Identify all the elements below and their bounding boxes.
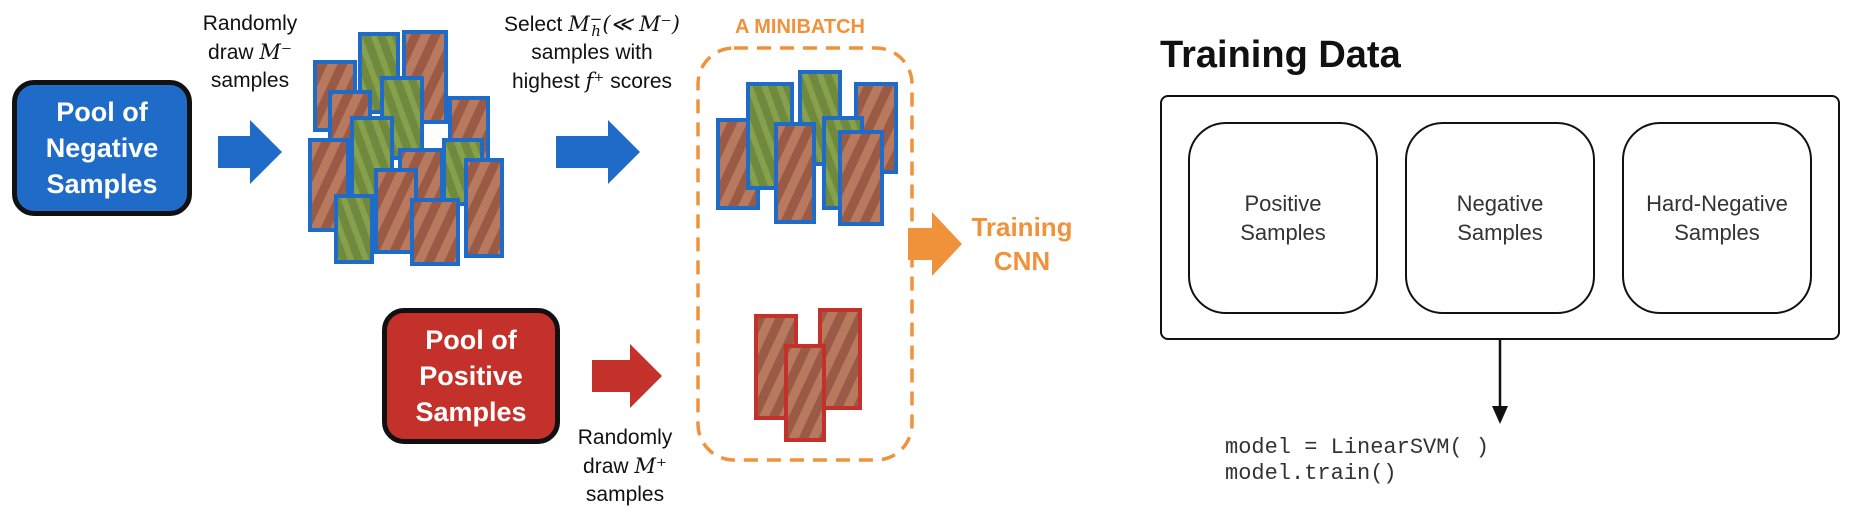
- draw-negative-line3: samples: [210, 69, 290, 92]
- draw-positive-line3: samples: [585, 483, 665, 506]
- training-cnn-line2: CNN: [993, 246, 1051, 276]
- positive-pool-label-line1: Pool of: [425, 325, 517, 355]
- thumb: [838, 130, 884, 226]
- training-data-container: [1160, 95, 1840, 340]
- thumb: [774, 122, 816, 224]
- draw-positive-line2-prefix: draw: [583, 455, 635, 478]
- code-line-2: model.train(): [1225, 461, 1397, 486]
- draw-positive-math: M⁺: [634, 454, 667, 478]
- negative-pool-label-line3: Samples: [46, 169, 158, 199]
- card-label-line1: Positive: [1244, 191, 1322, 216]
- draw-negative-line2-prefix: draw: [208, 41, 260, 64]
- card-label-line1: Hard-Negative: [1646, 191, 1788, 216]
- select-line3-prefix: highest: [511, 70, 586, 93]
- positive-pool-label-line2: Positive: [419, 361, 523, 391]
- minibatch-positive-thumbnails: [754, 308, 862, 442]
- draw-negative-caption: Randomly draw M⁻ samples: [190, 10, 310, 95]
- minibatch-label: A MINIBATCH: [735, 16, 865, 38]
- arrow-to-minibatch-positives: [592, 344, 662, 408]
- card-label-line2: Samples: [1674, 220, 1760, 245]
- positive-pool-label-line3: Samples: [415, 397, 527, 427]
- minibatch-frame: [696, 46, 914, 462]
- connector-arrowhead: [1492, 406, 1508, 424]
- negative-pool-box: Pool of Negative Samples: [12, 80, 192, 216]
- select-hard-negative-caption: Select M−h(≪ M⁻) samples with highest f⁺…: [492, 10, 692, 96]
- thumb: [410, 198, 460, 266]
- negative-pool-label-line2: Negative: [45, 133, 159, 163]
- arrow-to-negative-samples: [218, 120, 282, 184]
- draw-negative-math: M⁻: [259, 40, 292, 64]
- card-label-line1: Negative: [1456, 191, 1544, 216]
- select-math-sub: h: [591, 22, 601, 41]
- select-suffix: (≪ M⁻): [602, 12, 680, 36]
- select-math-m: M: [568, 12, 590, 36]
- code-snippet: model = LinearSVM( ) model.train(): [1225, 435, 1489, 487]
- negative-sample-thumbnails: [308, 30, 504, 266]
- training-data-title: Training Data: [1160, 34, 1401, 76]
- select-line3-suffix: scores: [604, 70, 673, 93]
- card-label-line2: Samples: [1240, 220, 1326, 245]
- positive-pool-box: Pool of Positive Samples: [382, 308, 560, 444]
- thumb: [464, 158, 504, 258]
- minibatch-negative-thumbnails: [716, 70, 898, 226]
- negative-pool-label-line1: Pool of: [56, 97, 148, 127]
- draw-positive-caption: Randomly draw M⁺ samples: [565, 424, 685, 509]
- thumb: [818, 308, 862, 410]
- thumb: [784, 344, 826, 442]
- hard-negative-samples-card: Hard-Negative Samples: [1622, 122, 1812, 314]
- training-cnn-label: Training CNN: [962, 210, 1082, 278]
- arrow-to-minibatch-negatives: [556, 120, 640, 184]
- card-label-line2: Samples: [1457, 220, 1543, 245]
- negative-samples-card: Negative Samples: [1405, 122, 1595, 314]
- arrow-to-training-cnn: [908, 212, 962, 276]
- select-prefix: Select: [504, 13, 569, 36]
- code-line-1: model = LinearSVM( ): [1225, 435, 1490, 460]
- training-cnn-line1: Training: [971, 212, 1073, 242]
- select-math-sup: −: [589, 10, 603, 29]
- draw-negative-line1: Randomly: [202, 12, 298, 35]
- draw-positive-line1: Randomly: [577, 426, 673, 449]
- select-line3-math: f⁺: [585, 69, 605, 93]
- select-line2: samples with: [531, 41, 653, 64]
- thumb: [334, 194, 374, 264]
- positive-samples-card: Positive Samples: [1188, 122, 1378, 314]
- thumb: [374, 168, 418, 254]
